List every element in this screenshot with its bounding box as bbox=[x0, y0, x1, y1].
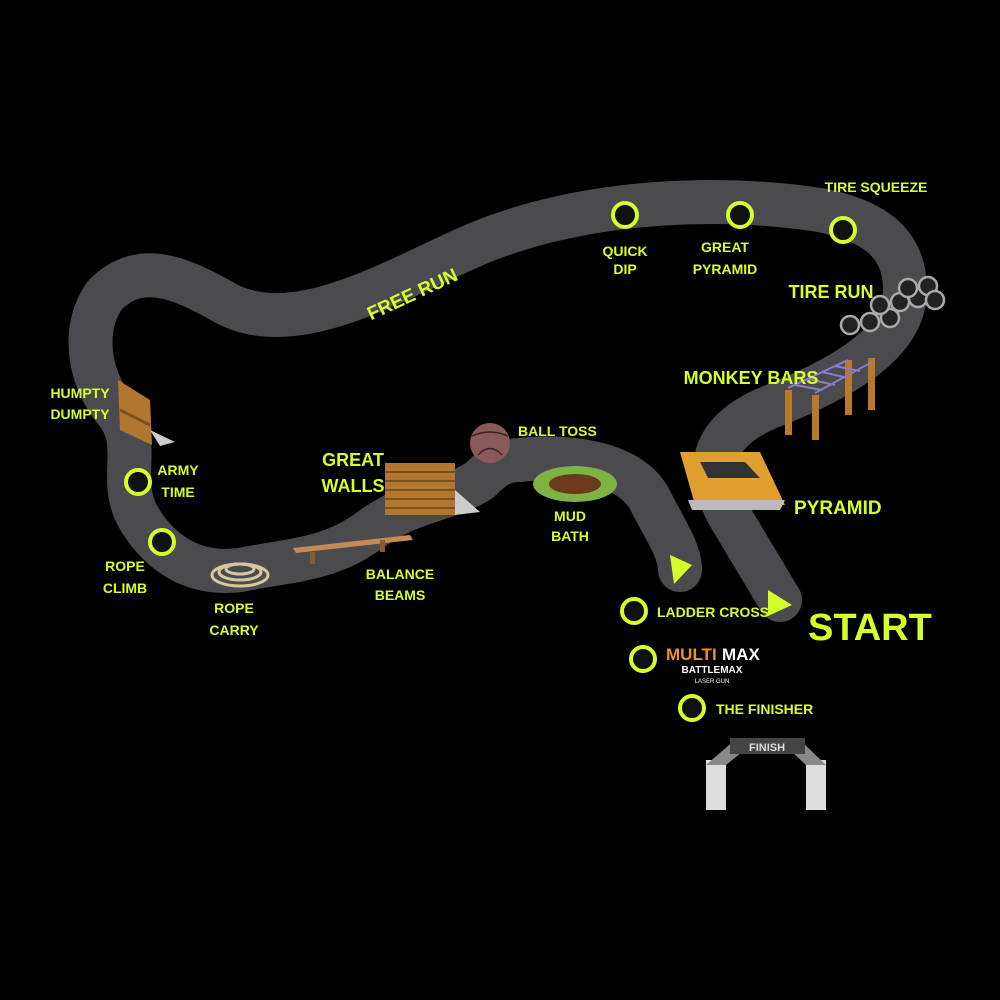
great-pyramid-label-line2: PYRAMID bbox=[693, 261, 758, 277]
track-main-loop bbox=[68, 180, 927, 622]
ball-icon bbox=[470, 423, 510, 463]
direction-arrow-start bbox=[768, 590, 792, 616]
balance-beams-label-line1: BALANCE bbox=[366, 566, 434, 582]
tire-squeeze-marker bbox=[829, 216, 857, 244]
quick-dip-label-line2: DIP bbox=[613, 261, 636, 277]
ball-toss-label: BALL TOSS bbox=[518, 423, 597, 439]
the-finisher-marker bbox=[678, 694, 706, 722]
rope-carry-label-line1: ROPE bbox=[214, 600, 254, 616]
balance-beams-label-line2: BEAMS bbox=[375, 587, 426, 603]
rope-climb-label-line1: ROPE bbox=[105, 558, 145, 574]
quick-dip-marker bbox=[611, 201, 639, 229]
mud-bath-label-line2: BATH bbox=[551, 528, 589, 544]
laser-gun-marker bbox=[629, 645, 657, 673]
humpty-dumpty-label-line1: HUMPTY bbox=[50, 385, 110, 401]
logo-multi-text: MULTI bbox=[666, 645, 717, 664]
balance-beam-icon bbox=[293, 535, 413, 564]
army-time-label-line2: TIME bbox=[161, 484, 194, 500]
rope-climb-label-line2: CLIMB bbox=[103, 580, 147, 596]
great-pyramid-label-line1: GREAT bbox=[701, 239, 749, 255]
track bbox=[68, 180, 927, 622]
finish-arch-text: FINISH bbox=[749, 742, 785, 754]
humpty-dumpty-icon bbox=[118, 380, 175, 446]
ladder-cross-label: LADDER CROSS bbox=[657, 604, 769, 620]
great-pyramid-marker bbox=[726, 201, 754, 229]
start-label: START bbox=[808, 607, 932, 649]
logo-battlemax-text: BATTLEMAX bbox=[682, 665, 743, 676]
humpty-dumpty-label-line2: DUMPTY bbox=[50, 406, 110, 422]
ladder-cross-marker bbox=[620, 597, 648, 625]
mud-bath-icon bbox=[533, 466, 617, 502]
monkey-bars-label: MONKEY BARS bbox=[684, 368, 819, 388]
monkey-bars-icon bbox=[785, 358, 875, 440]
mud-bath-label-line1: MUD bbox=[554, 508, 586, 524]
tire-run-icon bbox=[839, 275, 946, 336]
logo-max-text: MAX bbox=[722, 645, 760, 664]
pyramid-icon bbox=[680, 452, 785, 510]
finish-arch-icon: FINISH bbox=[706, 738, 826, 810]
great-walls-label-line1: GREAT bbox=[322, 450, 384, 470]
direction-arrow-end bbox=[670, 555, 692, 584]
tire-run-label: TIRE RUN bbox=[789, 282, 874, 302]
pyramid-label: PYRAMID bbox=[794, 498, 882, 519]
logo-laser-gun-text: LASER GUN bbox=[695, 679, 730, 685]
multimax-logo: MULTI MAX BATTLEMAX LASER GUN bbox=[666, 645, 760, 685]
quick-dip-label-line1: QUICK bbox=[602, 243, 647, 259]
great-walls-icon bbox=[385, 463, 480, 515]
rope-coil-icon bbox=[210, 562, 270, 588]
tire-squeeze-label: TIRE SQUEEZE bbox=[825, 179, 928, 195]
army-time-marker bbox=[124, 468, 152, 496]
rope-climb-marker bbox=[148, 528, 176, 556]
army-time-label-line1: ARMY bbox=[157, 462, 199, 478]
the-finisher-label: THE FINISHER bbox=[716, 701, 813, 717]
rope-carry-label-line2: CARRY bbox=[209, 622, 259, 638]
great-walls-label-line2: WALLS bbox=[322, 476, 385, 496]
